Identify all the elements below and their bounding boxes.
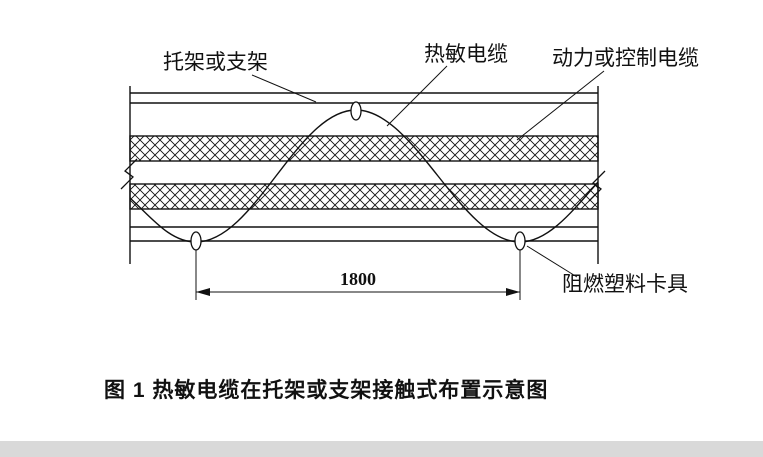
leader-power-cable-line bbox=[516, 70, 605, 141]
label-bracket: 托架或支架 bbox=[163, 50, 268, 74]
figure-caption: 图 1 热敏电缆在托架或支架接触式布置示意图 bbox=[104, 378, 548, 402]
page-background-strip bbox=[0, 441, 763, 457]
dimension-value: 1800 bbox=[340, 269, 376, 289]
break-mark-left bbox=[120, 158, 138, 190]
leader-sensor-cable-line bbox=[386, 65, 448, 127]
dimension-arrow-right bbox=[506, 288, 520, 296]
leader-clip-line bbox=[526, 245, 578, 278]
sensor-cable-curve bbox=[129, 109, 599, 243]
clip-top bbox=[350, 101, 362, 121]
power-cable-band-bottom bbox=[129, 183, 599, 210]
figure-area: 托架或支架 热敏电缆 动力或控制电缆 阻燃塑料卡具 1800 图 1 热敏电缆在… bbox=[104, 42, 699, 402]
label-power-cable: 动力或控制电缆 bbox=[552, 46, 699, 70]
dimension-1800: 1800 bbox=[195, 250, 521, 300]
break-mark-right bbox=[588, 170, 606, 202]
figure-diagram: 托架或支架 热敏电缆 动力或控制电缆 阻燃塑料卡具 1800 图 1 热敏电缆在… bbox=[104, 42, 699, 402]
clip-bottom-left bbox=[190, 231, 202, 251]
clip-bottom-right bbox=[514, 231, 526, 251]
leader-bracket-line bbox=[251, 74, 317, 103]
label-clip: 阻燃塑料卡具 bbox=[562, 272, 688, 296]
leader-lines bbox=[251, 65, 605, 278]
dimension-arrow-left bbox=[196, 288, 210, 296]
label-sensor-cable: 热敏电缆 bbox=[424, 42, 508, 66]
power-cable-band-top bbox=[129, 135, 599, 162]
